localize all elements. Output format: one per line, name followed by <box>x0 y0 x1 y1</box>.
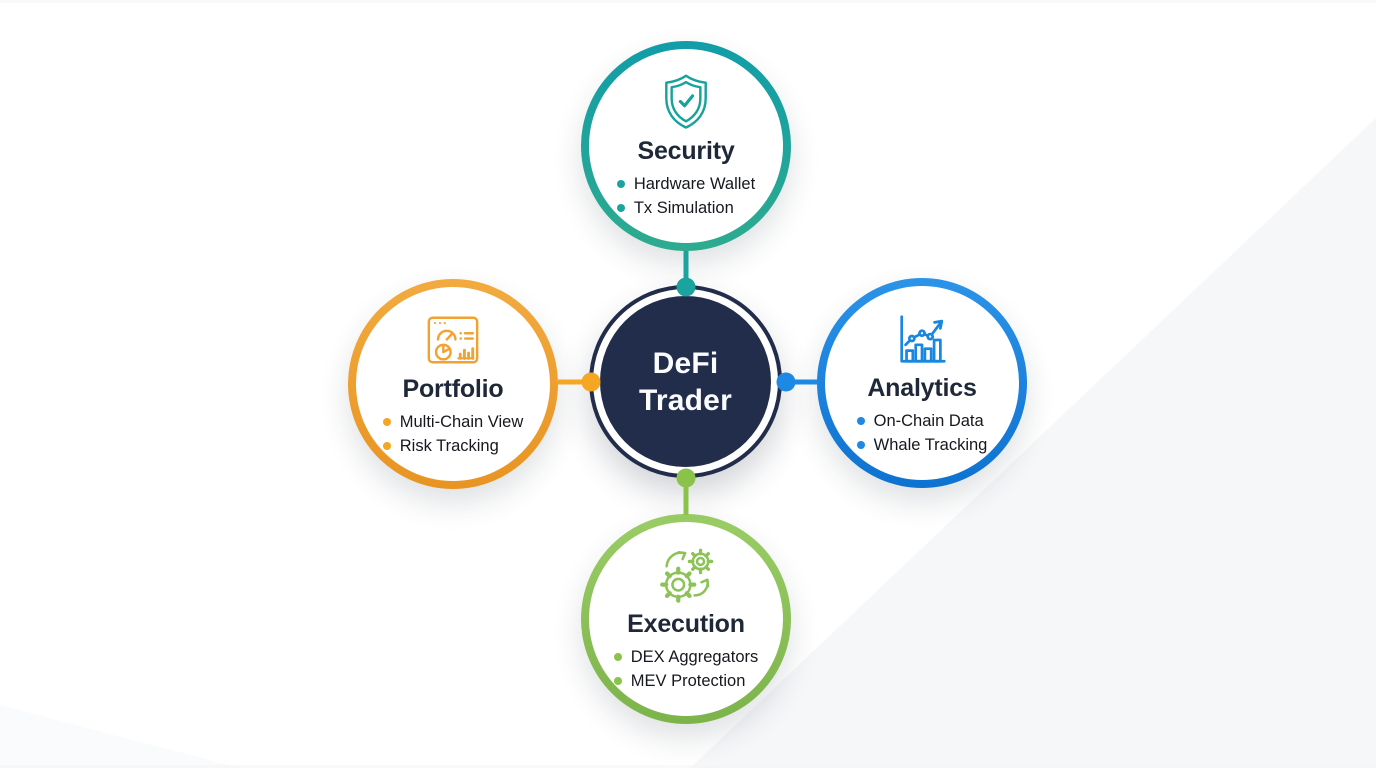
node-analytics: Analytics On-Chain Data Whale Tracking <box>817 278 1027 488</box>
growth-chart-icon <box>891 309 953 369</box>
feature-label: Multi-Chain View <box>399 413 524 431</box>
feature-item: Whale Tracking <box>856 433 988 457</box>
gears-sync-icon <box>655 545 717 605</box>
feature-item: MEV Protection <box>613 669 759 693</box>
feature-item: On-Chain Data <box>856 409 988 433</box>
feature-label: Tx Simulation <box>633 199 734 217</box>
bullet-dot <box>616 180 625 188</box>
feature-label: Risk Tracking <box>399 437 499 455</box>
node-feature-list: On-Chain Data Whale Tracking <box>856 409 988 457</box>
bullet-dot <box>856 417 865 425</box>
bullet-dot <box>616 204 625 212</box>
node-execution: Execution DEX Aggregators MEV Protection <box>581 514 791 724</box>
node-feature-list: DEX Aggregators MEV Protection <box>613 645 759 693</box>
shield-check-icon <box>656 72 716 132</box>
bullet-dot <box>613 653 622 661</box>
node-title: Security <box>637 137 735 165</box>
top-edge-artifact <box>0 0 1376 3</box>
feature-item: Multi-Chain View <box>382 410 524 434</box>
bullet-dot <box>613 677 622 685</box>
bullet-dot <box>856 441 865 449</box>
feature-label: On-Chain Data <box>873 412 984 430</box>
hub-outer-ring: DeFi Trader <box>589 285 782 478</box>
feature-item: Risk Tracking <box>382 434 524 458</box>
hub-title-line1: DeFi <box>652 346 719 380</box>
node-security: Security Hardware Wallet Tx Simulation <box>581 41 791 251</box>
feature-label: Whale Tracking <box>873 436 988 454</box>
feature-item: Tx Simulation <box>616 196 755 220</box>
bullet-dot <box>382 418 391 426</box>
hub-title-line2: Trader <box>639 383 732 417</box>
node-portfolio: Portfolio Multi-Chain View Risk Tracking <box>348 279 558 489</box>
feature-label: MEV Protection <box>630 672 746 690</box>
node-title: Portfolio <box>402 375 504 403</box>
bottom-edge-artifact <box>0 765 1376 768</box>
feature-item: DEX Aggregators <box>613 645 759 669</box>
node-title: Execution <box>627 610 745 638</box>
node-feature-list: Hardware Wallet Tx Simulation <box>616 172 756 220</box>
feature-label: Hardware Wallet <box>633 175 756 193</box>
feature-item: Hardware Wallet <box>616 172 756 196</box>
dashboard-icon <box>422 310 484 370</box>
node-title: Analytics <box>867 374 977 402</box>
feature-label: DEX Aggregators <box>630 648 759 666</box>
node-feature-list: Multi-Chain View Risk Tracking <box>382 410 524 458</box>
hub-defi-trader: DeFi Trader <box>600 296 771 467</box>
bullet-dot <box>382 442 391 450</box>
